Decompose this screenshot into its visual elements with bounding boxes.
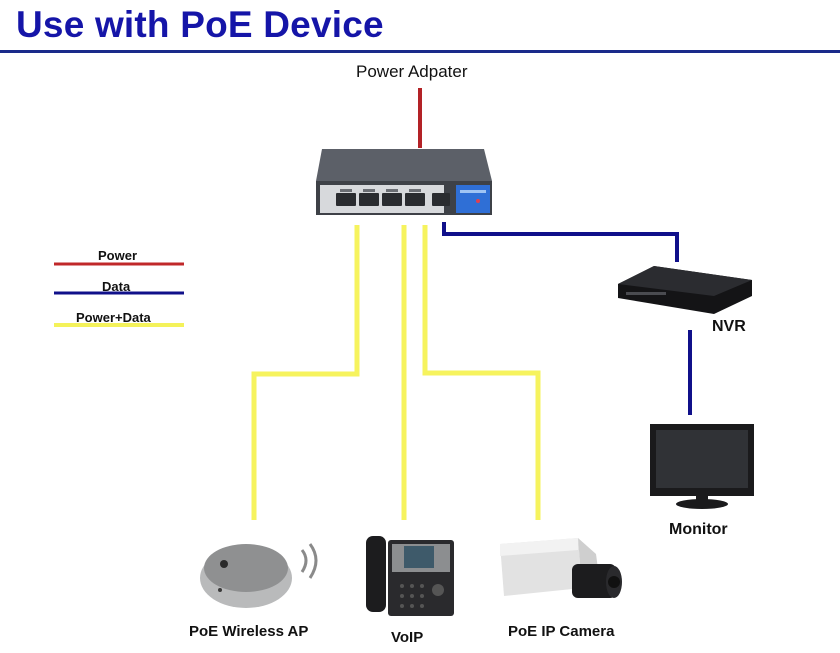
legend-label-power: Power — [98, 248, 138, 263]
data-wire-nvr — [442, 222, 679, 262]
power-data-wire-camera — [422, 225, 541, 520]
legend-label-data: Data — [102, 279, 131, 294]
legend-label-power-data: Power+Data — [76, 310, 151, 325]
poe-switch-icon — [316, 149, 492, 215]
power-adapter-label: Power Adpater — [356, 62, 468, 81]
wireless-ap-icon — [200, 543, 318, 608]
page-title: Use with PoE Device — [16, 4, 384, 45]
monitor-icon — [650, 424, 754, 509]
nvr-label: NVR — [712, 318, 746, 335]
voip-label: VoIP — [391, 629, 424, 646]
ip-camera-icon — [500, 538, 622, 598]
power-data-wire-ap — [251, 225, 360, 520]
monitor-label: Monitor — [669, 521, 728, 538]
ip-camera-label: PoE IP Camera — [508, 623, 615, 640]
voip-phone-icon — [366, 536, 454, 616]
wireless-ap-label: PoE Wireless AP — [189, 623, 309, 640]
title-divider — [0, 50, 840, 53]
nvr-icon — [618, 266, 752, 314]
